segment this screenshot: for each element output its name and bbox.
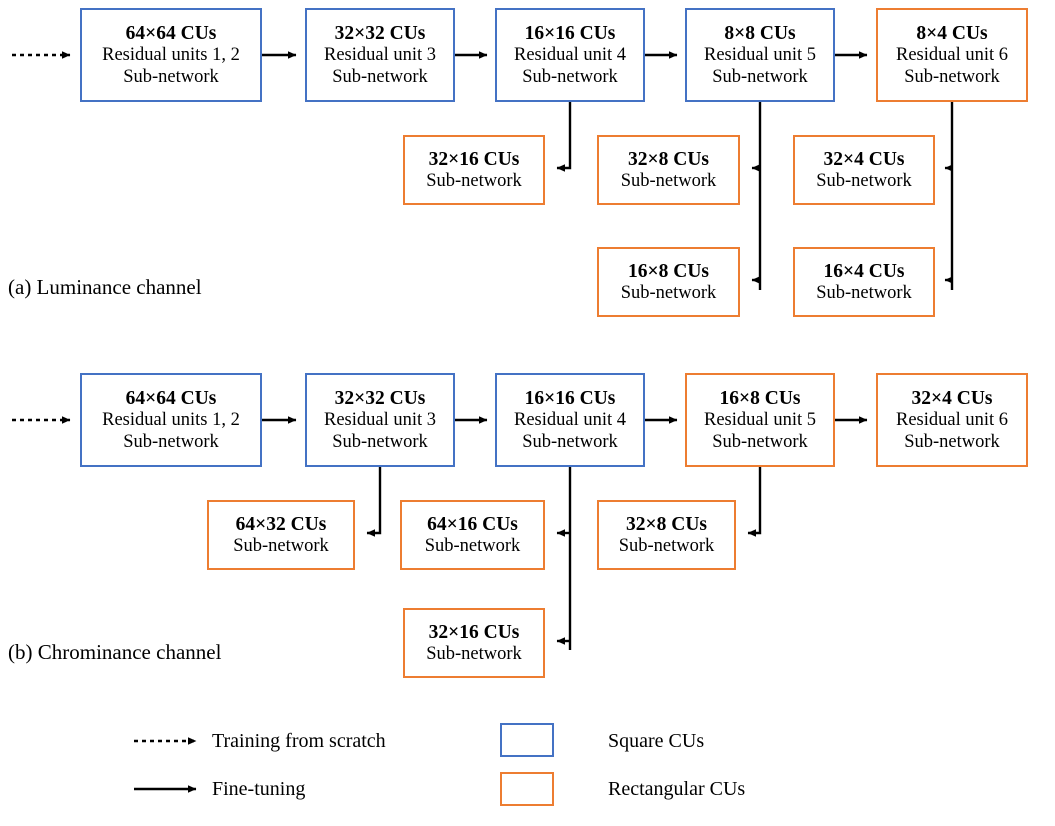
node-sub-label: Sub-network: [123, 431, 219, 452]
node-sub-label: Sub-network: [426, 643, 522, 664]
node-unit-label: Residual units 1, 2: [102, 44, 240, 65]
legend-orange-box-icon: [500, 772, 554, 806]
node-chr-32x32[interactable]: 32×32 CUs Residual unit 3 Sub-network: [305, 373, 455, 467]
node-size-label: 16×8 CUs: [719, 387, 801, 409]
node-size-label: 8×8 CUs: [724, 22, 796, 44]
arrow-lum-8x8-branch: [751, 102, 762, 290]
node-sub-label: Sub-network: [424, 535, 521, 556]
node-size-label: 32×4 CUs: [911, 387, 993, 409]
node-lum-16x8[interactable]: 16×8 CUs Sub-network: [597, 247, 740, 317]
node-size-label: 16×16 CUs: [524, 387, 616, 409]
node-unit-label: Residual units 1, 2: [102, 409, 240, 430]
node-size-label: 64×32 CUs: [235, 513, 327, 535]
node-chr-64x64[interactable]: 64×64 CUs Residual units 1, 2 Sub-networ…: [80, 373, 262, 467]
node-sub-label: Sub-network: [522, 66, 618, 87]
node-size-label: 64×64 CUs: [125, 22, 217, 44]
node-sub-label: Sub-network: [904, 66, 1000, 87]
node-lum-8x8[interactable]: 8×8 CUs Residual unit 5 Sub-network: [685, 8, 835, 102]
caption-chrominance: (b) Chrominance channel: [8, 640, 222, 664]
arrow-chr-32x32-to-64x32: [366, 466, 382, 537]
node-size-label: 32×32 CUs: [334, 387, 426, 409]
node-lum-32x8[interactable]: 32×8 CUs Sub-network: [597, 135, 740, 205]
legend-label-fine-tuning: Fine-tuning: [212, 778, 306, 800]
node-sub-label: Sub-network: [816, 170, 912, 191]
node-sub-label: Sub-network: [332, 66, 428, 87]
node-sub-label: Sub-network: [816, 282, 912, 303]
node-chr-32x16[interactable]: 32×16 CUs Sub-network: [403, 608, 545, 678]
node-unit-label: Residual unit 6: [895, 44, 1009, 65]
node-lum-64x64[interactable]: 64×64 CUs Residual units 1, 2 Sub-networ…: [80, 8, 262, 102]
legend-label-rectangular-cus: Rectangular CUs: [608, 778, 746, 800]
node-sub-label: Sub-network: [522, 431, 618, 452]
node-size-label: 32×8 CUs: [626, 513, 707, 535]
node-lum-16x16[interactable]: 16×16 CUs Residual unit 4 Sub-network: [495, 8, 645, 102]
node-chr-16x8[interactable]: 16×8 CUs Residual unit 5 Sub-network: [685, 373, 835, 467]
legend-label-square-cus: Square CUs: [608, 730, 705, 752]
node-unit-label: Residual unit 3: [323, 409, 437, 430]
node-unit-label: Residual unit 5: [703, 44, 817, 65]
arrow-chr-16x16-branch: [556, 466, 572, 650]
node-size-label: 32×8 CUs: [628, 148, 709, 170]
legend-blue-box-icon: [500, 723, 554, 757]
node-sub-label: Sub-network: [904, 431, 1000, 452]
node-size-label: 16×16 CUs: [524, 22, 616, 44]
node-sub-label: Sub-network: [332, 431, 428, 452]
node-sub-label: Sub-network: [233, 535, 329, 556]
node-sub-label: Sub-network: [712, 431, 808, 452]
arrow-lum-16x16-to-32x16: [556, 102, 572, 172]
node-lum-8x4[interactable]: 8×4 CUs Residual unit 6 Sub-network: [876, 8, 1028, 102]
node-lum-16x4[interactable]: 16×4 CUs Sub-network: [793, 247, 935, 317]
node-chr-64x32[interactable]: 64×32 CUs Sub-network: [207, 500, 355, 570]
node-size-label: 64×16 CUs: [427, 513, 518, 535]
node-chr-16x16[interactable]: 16×16 CUs Residual unit 4 Sub-network: [495, 373, 645, 467]
node-size-label: 16×4 CUs: [823, 260, 905, 282]
node-unit-label: Residual unit 6: [895, 409, 1009, 430]
arrow-chr-16x8-to-32x8: [747, 466, 762, 537]
node-size-label: 32×4 CUs: [823, 148, 905, 170]
node-size-label: 64×64 CUs: [125, 387, 217, 409]
node-unit-label: Residual unit 4: [513, 44, 627, 65]
node-size-label: 32×16 CUs: [428, 148, 520, 170]
node-lum-32x4[interactable]: 32×4 CUs Sub-network: [793, 135, 935, 205]
node-sub-label: Sub-network: [712, 66, 808, 87]
node-lum-32x32[interactable]: 32×32 CUs Residual unit 3 Sub-network: [305, 8, 455, 102]
node-size-label: 32×32 CUs: [334, 22, 426, 44]
node-sub-label: Sub-network: [123, 66, 219, 87]
node-sub-label: Sub-network: [618, 535, 715, 556]
caption-luminance: (a) Luminance channel: [8, 275, 202, 299]
arrow-lum-8x4-branch: [944, 102, 954, 290]
node-size-label: 32×16 CUs: [428, 621, 520, 643]
node-unit-label: Residual unit 5: [703, 409, 817, 430]
node-size-label: 16×8 CUs: [628, 260, 709, 282]
node-sub-label: Sub-network: [426, 170, 522, 191]
node-sub-label: Sub-network: [620, 170, 717, 191]
node-size-label: 8×4 CUs: [916, 22, 988, 44]
node-unit-label: Residual unit 4: [513, 409, 627, 430]
node-sub-label: Sub-network: [620, 282, 717, 303]
node-chr-64x16[interactable]: 64×16 CUs Sub-network: [400, 500, 545, 570]
node-chr-32x8[interactable]: 32×8 CUs Sub-network: [597, 500, 736, 570]
legend-label-training-from-scratch: Training from scratch: [212, 730, 386, 752]
node-unit-label: Residual unit 3: [323, 44, 437, 65]
node-chr-32x4[interactable]: 32×4 CUs Residual unit 6 Sub-network: [876, 373, 1028, 467]
node-lum-32x16[interactable]: 32×16 CUs Sub-network: [403, 135, 545, 205]
